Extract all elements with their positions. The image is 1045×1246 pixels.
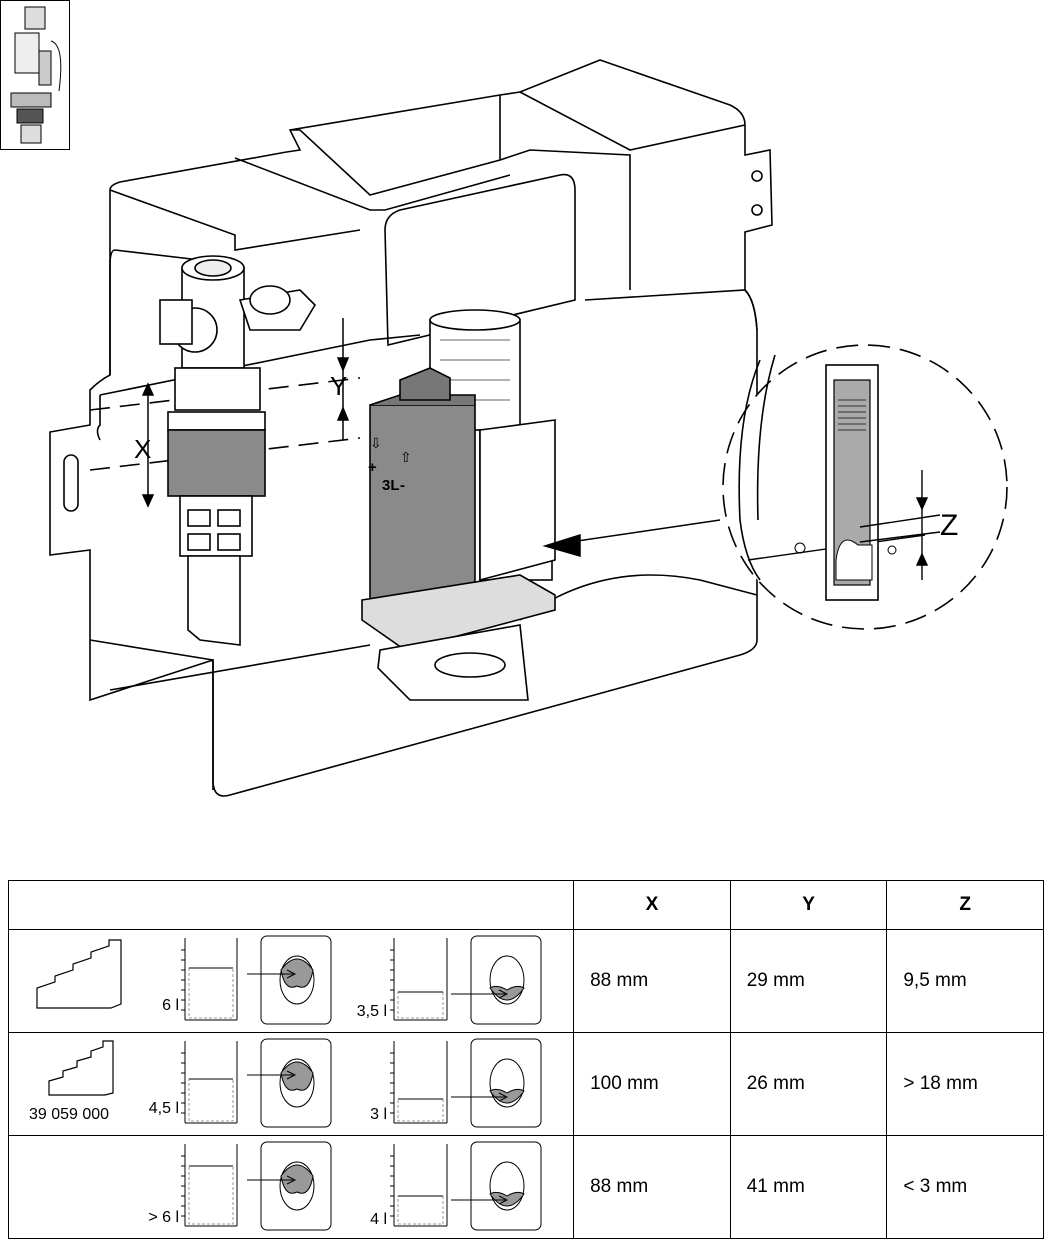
full-flush-label: > 6 l (148, 1209, 179, 1226)
svg-text:⇧: ⇧ (400, 449, 412, 465)
part-flush-label: 3,5 l (357, 1003, 387, 1020)
fill-valve-icon (159, 255, 317, 646)
column-header-y: Y (729, 880, 888, 930)
part-flush-label: 3 l (370, 1106, 387, 1123)
cistern-stair-large-icon (36, 939, 122, 1009)
table-row: 6 l 3,5 l 88 mm 29 mm 9,5 mm (7, 929, 1044, 1033)
svg-text:+: + (368, 459, 377, 476)
float-high-icon (247, 935, 332, 1025)
full-flush-label: 4,5 l (149, 1100, 179, 1117)
value-x: 100 mm (573, 1032, 731, 1136)
table-row: 39 059 000 (7, 1032, 1044, 1136)
value-x: 88 mm (573, 929, 731, 1033)
concealed-cistern-illustration: ⇩ ⇧ + 3L - X Y Z (49, 59, 1008, 797)
table-row: > 6 l 4 l 88 mm 41 mm < 3 mm (7, 1135, 1044, 1239)
article-number: 39 059 000 (29, 1106, 109, 1123)
svg-text:⇩: ⇩ (370, 435, 382, 451)
spec-table: X Y Z (7, 880, 1044, 1239)
value-y: 26 mm (729, 1032, 888, 1136)
svg-text:Z: Z (940, 509, 958, 542)
cistern-stair-small-icon (48, 1040, 114, 1096)
part-flush-label: 4 l (370, 1211, 387, 1228)
tank-level-icon (181, 938, 238, 1021)
value-y: 41 mm (729, 1135, 888, 1239)
flush-setting-cell: > 6 l 4 l (7, 1135, 575, 1239)
float-low-icon (451, 935, 542, 1025)
value-x: 88 mm (573, 1135, 731, 1239)
svg-text:-: - (400, 477, 405, 494)
value-z: < 3 mm (886, 1135, 1044, 1239)
value-z: > 18 mm (886, 1032, 1044, 1136)
svg-text:Y: Y (330, 371, 347, 401)
svg-text:X: X (134, 434, 151, 464)
full-flush-label: 6 l (162, 997, 179, 1014)
value-z: 9,5 mm (886, 929, 1044, 1033)
table-header-row: X Y Z (7, 880, 1044, 930)
flush-setting-cell: 39 059 000 (7, 1032, 575, 1136)
column-header-z: Z (886, 880, 1044, 930)
column-header-illustration (7, 880, 575, 930)
flush-valve-icon: ⇩ ⇧ + 3L - (361, 309, 556, 701)
flush-setting-cell: 6 l 3,5 l (7, 929, 575, 1033)
column-header-x: X (573, 880, 731, 930)
thumbnail-valve-icon (0, 0, 70, 150)
detail-zoom-icon: Z (722, 344, 1008, 630)
value-y: 29 mm (729, 929, 888, 1033)
svg-text:3L: 3L (382, 477, 400, 494)
